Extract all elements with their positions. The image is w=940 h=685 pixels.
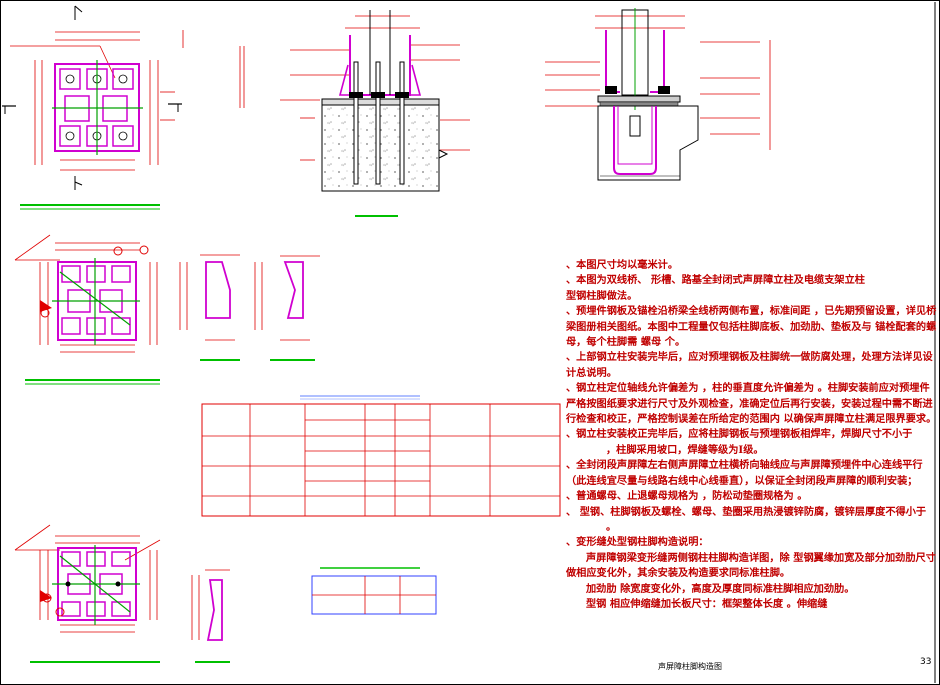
base-plate-plan-view [2,5,245,210]
page-number: 33 [920,657,932,667]
note-1: 、本图尺寸均以毫米计。 [566,259,679,271]
expansion-joint-plate-plan-view [14,524,161,663]
note-3: 、预埋件钢板及锚栓沿桥梁全线桥两侧布置，标准间距 ，已先期预留设置，详见桥梁图册… [566,305,937,349]
anchor-section-view [280,10,470,217]
design-notes: 、本图尺寸均以毫米计。 、本图为双线桥、 形槽、路基全封闭式声屏障立柱及电缆支架… [566,258,938,612]
expansion-quantity-table [311,567,437,615]
quantity-table [201,395,561,517]
note-6a: 、钢立柱安装校正完毕后，应将柱脚钢板与预埋钢板相焊牢，焊脚尺寸不小于 [566,428,913,441]
note-10: 、变形缝处型钢柱脚构造说明： [566,536,709,549]
note-7: 、全封闭段声屏障左右侧声屏障立柱横桥向轴线应与声屏障预埋件中心连线平行（此连线宜… [566,459,923,487]
drawing-caption: 声屏障柱脚构造图 [658,662,722,671]
note-5: 、钢立柱定位轴线允许偏差为 ，柱的垂直度允许偏差为 。柱脚安装前应对预埋件严格按… [566,382,937,426]
stiffener-detail-views [179,254,320,361]
note-8: 、普通螺母、止退螺母规格为 ，防松动垫圈规格为 。 [566,490,808,503]
transition-plate-plan-view [14,234,160,385]
column-foot-detail-view [545,8,771,181]
note-10a: 声屏障钢梁变形缝两侧钢柱柱脚构造详图，除 型钢翼缘加宽及部分加劲肋尺寸做相应变化… [566,551,936,580]
note-10c: 型钢 相应伸缩缝加长板尺寸：框架整体长度 。伸缩缝 [586,597,828,610]
note-10b: 加劲肋 除宽度变化外，高度及厚度同标准柱脚相应加劲肋。 [586,582,855,595]
note-6b: ，柱脚采用坡口，焊缝等级为Ⅰ级。 [606,443,764,456]
note-9a: 、 型钢、柱脚钢板及螺栓、螺母、垫圈采用热浸镀锌防腐，镀锌层厚度不得小于 [566,505,927,518]
note-9b: 。 [606,520,617,533]
note-2a: 、本图为双线桥、 形槽、路基全封闭式声屏障立柱及电缆支架立柱 [566,274,865,287]
note-2b: 型钢柱脚做法。 [566,289,638,302]
expansion-stiffener-detail [191,569,230,663]
note-4: 、上部钢立柱安装完毕后，应对预埋钢板及柱脚统一做防腐处理，处理方法详见设计总说明… [566,351,933,379]
